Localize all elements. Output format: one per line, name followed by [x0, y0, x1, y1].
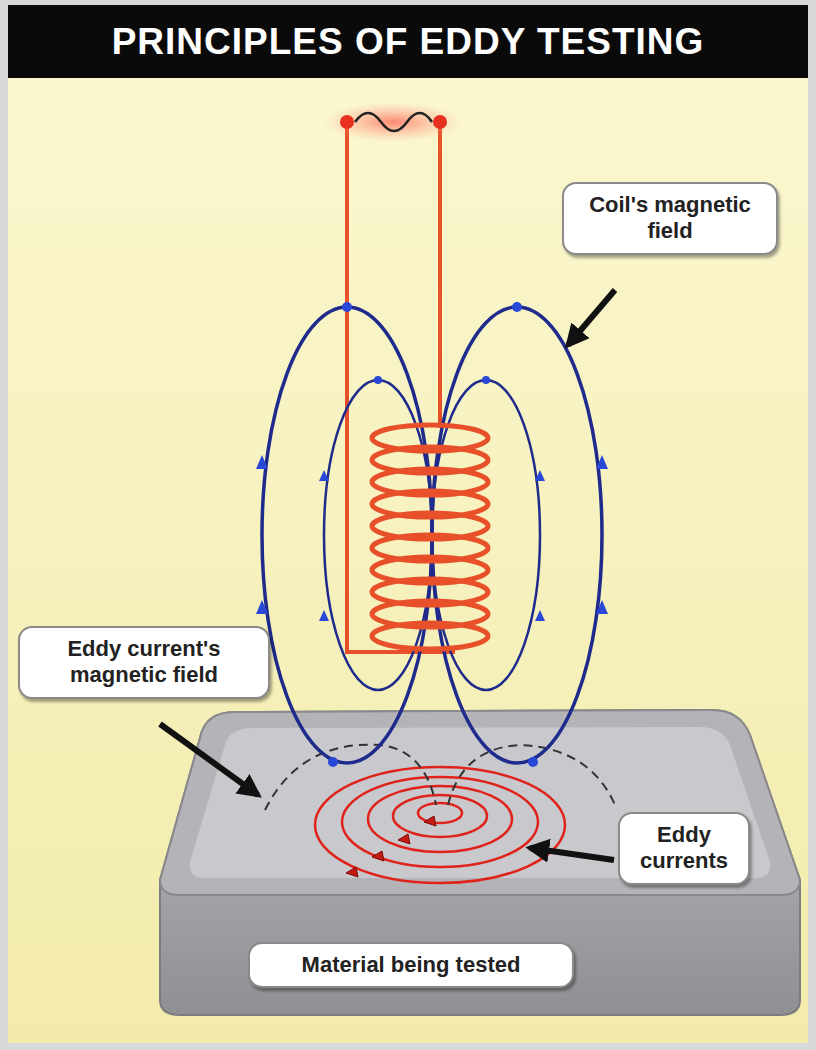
ac-source-symbol [355, 113, 432, 131]
callout-label: Eddy current's magnetic field [32, 636, 256, 689]
callout-box: Coil's magnetic field [562, 182, 778, 255]
terminal [433, 115, 447, 129]
callout-box: Material being tested [248, 942, 574, 988]
callout-label: Material being tested [262, 952, 560, 978]
material-tray [160, 710, 800, 1015]
callout-box: Eddy currents [618, 812, 750, 885]
eddy-current-loops [315, 767, 565, 883]
callout-label: Eddy currents [632, 822, 736, 875]
callout-box: Eddy current's magnetic field [18, 626, 270, 699]
title: PRINCIPLES OF EDDY TESTING [8, 5, 808, 78]
field-direction-marks [256, 302, 608, 767]
leader-arrows [160, 290, 615, 860]
title-bar [8, 5, 808, 78]
callout-label: Coil's magnetic field [576, 192, 764, 245]
ac-source-glow [323, 102, 463, 142]
coil-windings [372, 425, 488, 649]
coil-field-lines [262, 307, 602, 763]
terminal [340, 115, 354, 129]
coil-winding [372, 623, 488, 649]
eddy-current-arrows [346, 816, 436, 877]
background [8, 5, 808, 1043]
eddy-field-lines [265, 745, 615, 810]
